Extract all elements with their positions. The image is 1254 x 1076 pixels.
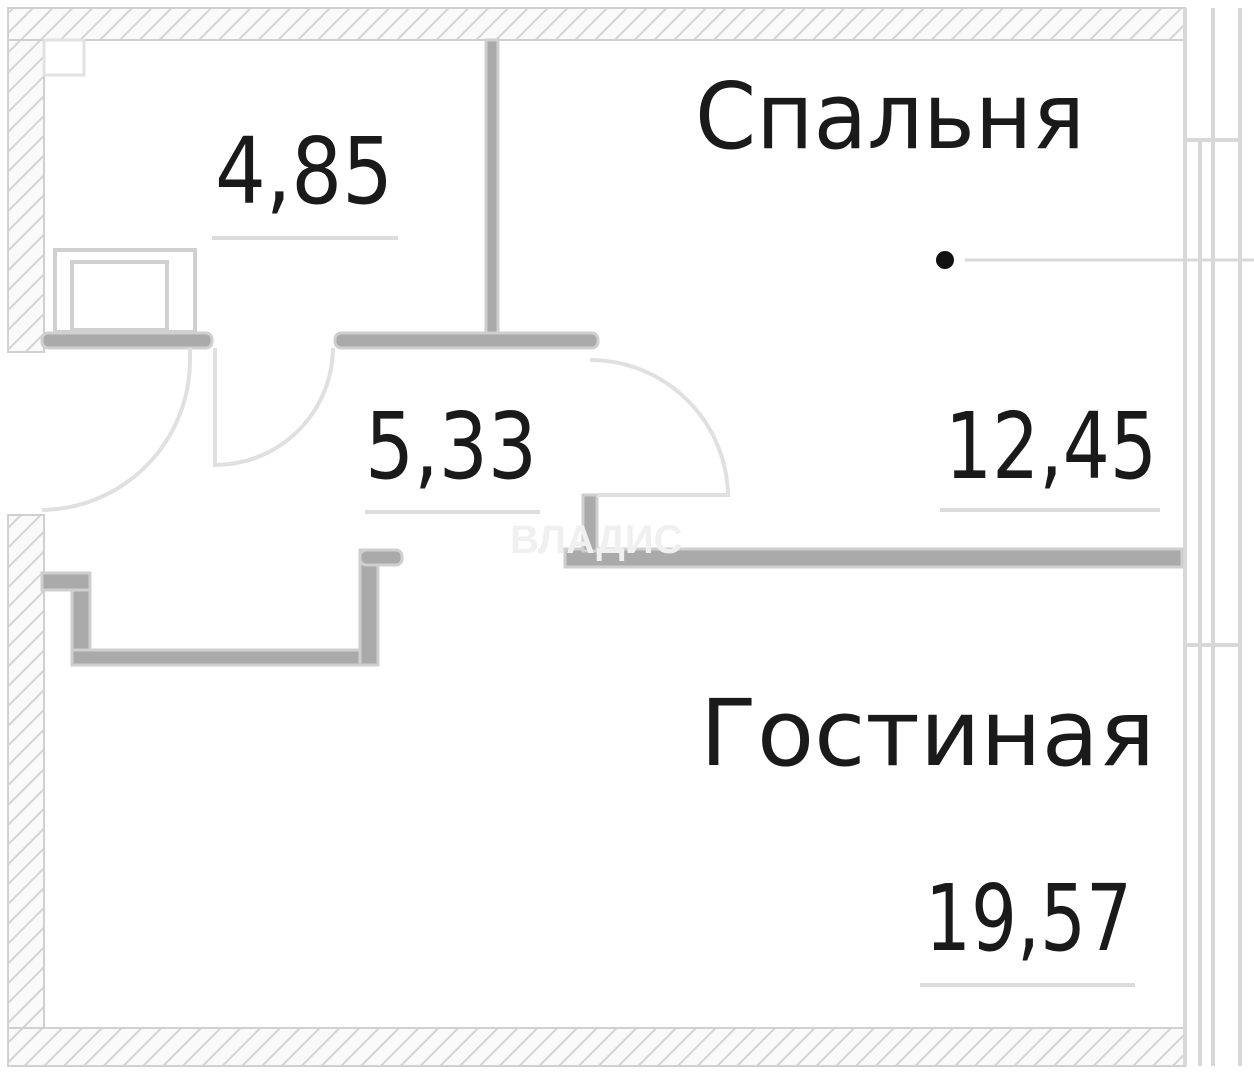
reference-dot	[936, 251, 954, 269]
outer-walls	[7, 7, 1186, 1067]
living-room-name: Гостиная	[700, 680, 1155, 787]
hallway-area: 5,33	[365, 393, 537, 500]
sink-fixture	[53, 248, 197, 334]
interior-walls	[40, 38, 1184, 667]
living-room-area: 19,57	[925, 865, 1132, 972]
area-underlines	[212, 236, 1160, 987]
watermark: ВЛАДИС	[510, 518, 682, 562]
bedroom-name: Спальня	[695, 63, 1085, 170]
bedroom-area: 12,45	[945, 393, 1157, 500]
window-lines	[1183, 8, 1242, 1066]
door-swings	[41, 347, 731, 512]
bathroom-area: 4,85	[215, 118, 393, 225]
